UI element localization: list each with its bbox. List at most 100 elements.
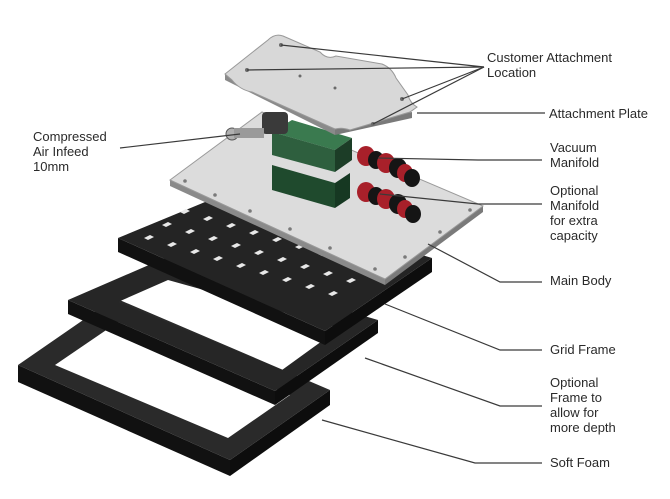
leader-compressed-air xyxy=(119,133,241,149)
grid-slot xyxy=(180,209,190,214)
label-line: 10mm xyxy=(33,159,70,174)
leader-optional-manifold xyxy=(379,193,542,205)
vacuum-manifold-assembly xyxy=(225,112,421,223)
air-fitting-tube xyxy=(234,128,264,138)
mounting-hole xyxy=(288,227,292,231)
leader-customer-attachment-3 xyxy=(401,66,485,100)
grid-slot xyxy=(249,230,259,235)
label-line: Location xyxy=(487,65,537,80)
leader-main-body xyxy=(427,243,542,283)
label-line: more depth xyxy=(550,420,616,435)
upper-manifold-side xyxy=(335,138,352,172)
label-soft-foam: Soft Foam xyxy=(550,455,610,470)
leader-optional-frame xyxy=(364,357,542,407)
leader-customer-attachment-4 xyxy=(372,66,485,125)
vacuum-fittings-upper xyxy=(357,146,420,187)
label-compressed-air: Compressed Air Infeed 10mm xyxy=(33,129,107,174)
label-line: Frame to xyxy=(550,390,603,405)
label-line: Optional xyxy=(550,183,599,198)
label-line: for extra xyxy=(550,213,598,228)
grid-slot xyxy=(185,229,195,234)
label-line: Attachment Plate xyxy=(549,106,648,121)
label-line: Vacuum xyxy=(550,140,597,155)
optional-frame-side xyxy=(68,300,275,405)
mounting-hole xyxy=(468,208,472,212)
mounting-hole xyxy=(213,193,217,197)
grid-slot xyxy=(167,242,177,247)
label-optional-manifold: Optional Manifold for extra capacity xyxy=(550,183,599,243)
grid-slot xyxy=(231,243,241,248)
grid-slot xyxy=(162,222,172,227)
grid-slot xyxy=(346,278,356,283)
label-line: Compressed xyxy=(33,129,107,144)
grid-slot xyxy=(328,291,338,296)
grid-slot xyxy=(190,249,200,254)
main-body-edge-right xyxy=(385,206,483,285)
mounting-hole xyxy=(298,74,302,78)
mounting-hole xyxy=(183,179,187,183)
grid-slot xyxy=(305,284,315,289)
label-line: Air Infeed xyxy=(33,144,89,159)
soft-foam-side xyxy=(18,365,230,476)
label-vacuum-manifold: Vacuum Manifold xyxy=(550,140,599,170)
label-line: allow for xyxy=(550,405,599,420)
grid-slot xyxy=(208,236,218,241)
upper-manifold-top xyxy=(272,120,352,150)
mounting-hole xyxy=(373,267,377,271)
mounting-hole xyxy=(403,255,407,259)
lower-manifold-block-side xyxy=(335,173,350,208)
label-line: Grid Frame xyxy=(550,342,616,357)
air-fitting-body xyxy=(262,112,288,134)
grid-slot xyxy=(323,271,333,276)
lower-manifold-block xyxy=(272,165,335,208)
leader-customer-attachment-1 xyxy=(280,44,485,68)
leader-soft-foam xyxy=(321,419,542,464)
vacuum-fitting-black xyxy=(405,205,421,223)
leader-lines xyxy=(119,44,545,464)
mounting-hole xyxy=(328,246,332,250)
main-body-holes xyxy=(183,179,472,271)
leader-customer-attachment-2 xyxy=(246,66,485,71)
vacuum-fitting-black xyxy=(404,169,420,187)
label-line: Optional xyxy=(550,375,599,390)
grid-slot xyxy=(300,264,310,269)
leader-vacuum-manifold xyxy=(377,157,542,161)
label-attachment-plate: Attachment Plate xyxy=(549,106,648,121)
grid-slot xyxy=(254,250,264,255)
label-optional-frame: Optional Frame to allow for more depth xyxy=(550,375,616,435)
grid-slot xyxy=(226,223,236,228)
grid-frame-part xyxy=(118,195,432,345)
label-line: Customer Attachment xyxy=(487,50,612,65)
optional-depth-frame xyxy=(68,258,378,405)
mounting-hole xyxy=(333,86,337,90)
grid-frame-side-right xyxy=(325,258,432,345)
label-line: Main Body xyxy=(550,273,612,288)
grid-slot xyxy=(259,270,269,275)
grid-slot xyxy=(277,257,287,262)
upper-manifold-front xyxy=(272,132,335,172)
grid-frame-side xyxy=(118,238,325,345)
leader-grid-frame xyxy=(384,303,542,351)
attachment-plate-top xyxy=(224,34,418,131)
label-line: Manifold xyxy=(550,198,600,213)
label-line: Manifold xyxy=(550,155,600,170)
mounting-hole xyxy=(438,230,442,234)
grid-slot xyxy=(144,235,154,240)
grid-slot xyxy=(282,277,292,282)
label-grid-frame: Grid Frame xyxy=(550,342,616,357)
grid-frame-top xyxy=(118,195,432,331)
optional-frame-side-right xyxy=(275,320,378,405)
grid-slot xyxy=(272,237,282,242)
main-body-edge xyxy=(170,180,385,285)
grid-slot xyxy=(213,256,223,261)
soft-foam-side-right xyxy=(230,390,330,476)
grid-slot xyxy=(236,263,246,268)
grid-slot xyxy=(203,216,213,221)
optional-frame-top xyxy=(68,258,378,391)
label-line: Soft Foam xyxy=(550,455,610,470)
label-customer-attachment: Customer Attachment Location xyxy=(487,50,612,80)
label-line: capacity xyxy=(550,228,598,243)
mounting-hole xyxy=(248,209,252,213)
